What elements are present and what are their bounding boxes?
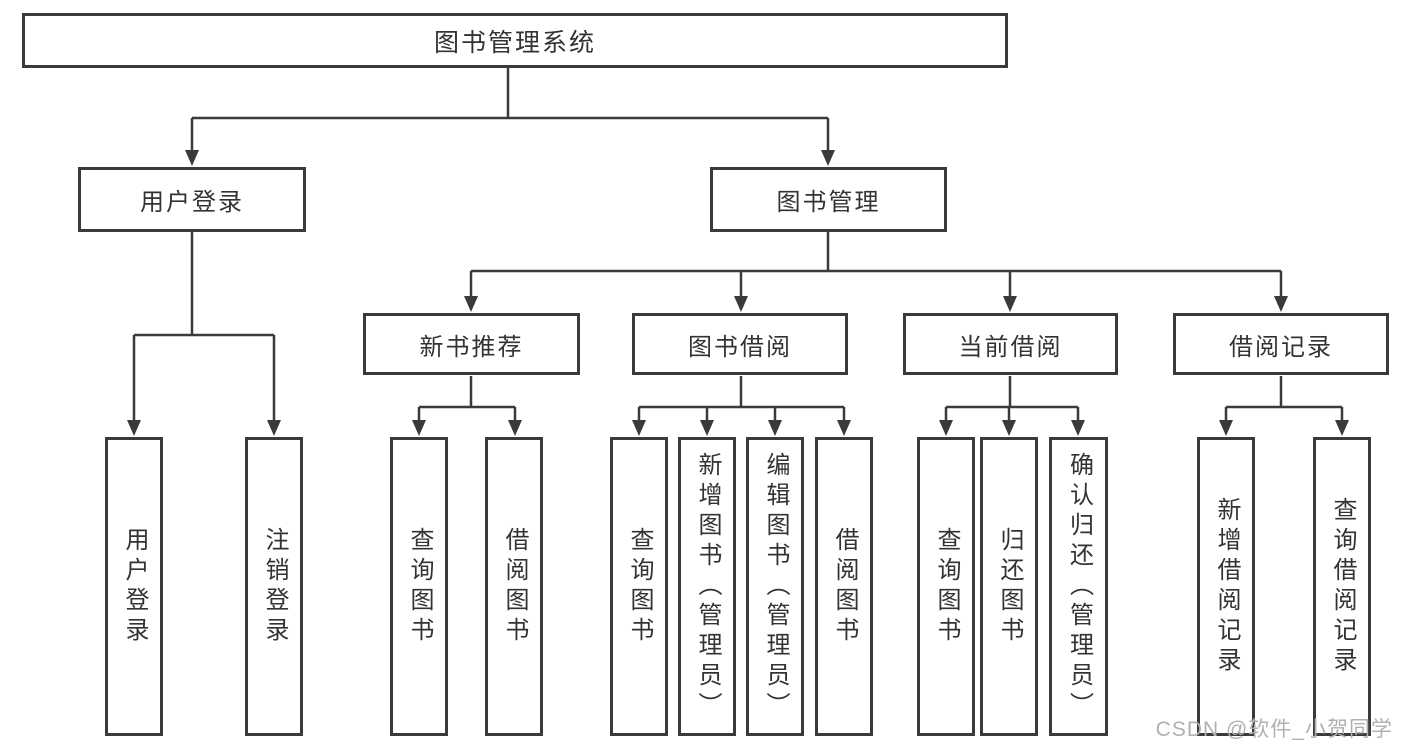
leaf-label: 查询图书 [933,526,960,647]
node-book-management: 图书管理 [710,167,947,232]
leaf-add-borrow-record: 新增借阅记录 [1197,437,1255,736]
node-user-login-label: 用户登录 [140,189,244,216]
node-user-login: 用户登录 [78,167,306,232]
node-book-borrow: 图书借阅 [632,313,848,375]
leaf-label: 确认归还（管理员） [1065,451,1093,722]
node-book-borrow-label: 图书借阅 [688,333,792,361]
leaf-label: 查询图书 [406,526,433,647]
leaf-query-books-recommend: 查询图书 [390,437,448,736]
leaf-logout: 注销登录 [245,437,303,736]
leaf-query-borrow-record: 查询借阅记录 [1313,437,1371,736]
node-new-book-recommend-label: 新书推荐 [419,333,524,361]
leaf-label: 查询借阅记录 [1329,496,1356,677]
leaf-label: 查询图书 [626,526,653,647]
leaf-query-books-current: 查询图书 [917,437,975,736]
leaf-add-book-admin: 新增图书（管理员） [678,437,736,736]
arrowhead-icons [127,150,1349,436]
leaf-user-login-label: 用户登录 [121,526,148,647]
node-borrow-records-label: 借阅记录 [1229,333,1333,361]
leaf-logout-label: 注销登录 [261,526,288,647]
leaf-label: 编辑图书（管理员） [762,451,789,722]
leaf-return-book: 归还图书 [980,437,1038,736]
leaf-confirm-return-admin: 确认归还（管理员） [1049,437,1108,736]
node-borrow-records: 借阅记录 [1173,313,1389,375]
node-new-book-recommend: 新书推荐 [363,313,580,375]
node-root-label: 图书管理系统 [433,28,596,57]
leaf-user-login: 用户登录 [105,437,163,736]
leaf-borrow-books: 借阅图书 [815,437,873,736]
node-current-borrow: 当前借阅 [903,313,1118,375]
node-root: 图书管理系统 [22,13,1008,68]
leaf-label: 借阅图书 [501,526,528,647]
leaf-label: 新增借阅记录 [1213,496,1240,677]
node-current-borrow-label: 当前借阅 [958,333,1063,361]
csdn-watermark: CSDN @软件_小贺同学 [1155,718,1393,741]
node-book-management-label: 图书管理 [776,189,881,216]
leaf-borrow-books-recommend: 借阅图书 [485,437,543,736]
leaf-label: 归还图书 [996,526,1023,647]
leaf-label: 新增图书（管理员） [694,451,721,722]
leaf-query-books-borrow: 查询图书 [610,437,668,736]
leaf-edit-book-admin: 编辑图书（管理员） [746,437,804,736]
leaf-label: 借阅图书 [831,526,858,647]
